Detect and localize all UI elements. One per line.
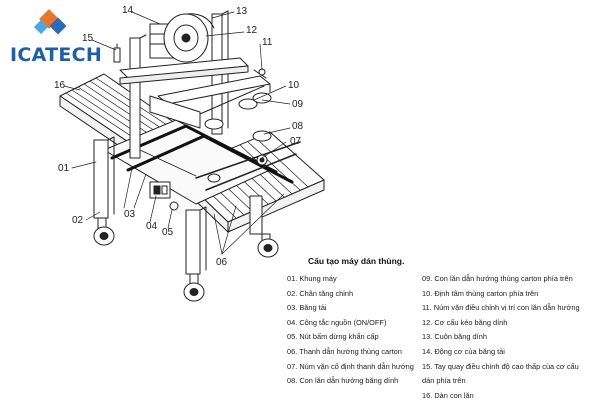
legend-item: 12. Cơ cấu kéo băng dính [422,317,508,327]
callout-05: 05 [162,227,174,238]
machine-legs [93,136,263,275]
legend-item: 03. Băng tải [287,303,327,313]
callout-01: 01 [58,163,70,174]
legend-right-column: 09. Con lăn dẫn hướng thùng carton phía … [422,272,592,403]
callout-04: 04 [146,221,158,232]
brand-logo: ICATECH [4,6,114,66]
callout-16: 16 [54,80,66,91]
caster-wheels [93,217,279,302]
callout-11: 11 [262,37,273,48]
callout-02: 02 [72,215,84,226]
legend-item: 05. Nút bấm dừng khẩn cấp [287,332,379,342]
top-guide-rollers [199,68,272,142]
legend-item: 13. Cuộn băng dính [422,332,487,342]
legend-item: 10. Định tâm thùng carton phía trên [422,288,539,298]
callout-10: 10 [288,80,300,91]
legend-title: Cấu tạo máy dán thùng. [308,256,405,266]
legend-item: 16. Dàn con lăn [422,390,474,400]
callout-03: 03 [124,209,136,220]
legend-item: 07. Núm vặn cố định thanh dẫn hướng [287,361,414,371]
legend-item: 02. Chân tăng chỉnh [287,288,354,298]
legend-item: 11. Núm vặn điều chỉnh vị trí con lăn dẫ… [422,303,580,313]
legend-item: 08. Con lăn dẫn hướng băng dính [287,376,399,386]
height-crank [113,47,121,63]
legend-item: 06. Thanh dẫn hướng thùng carton [287,346,402,356]
legend-left-column: 01. Khung máy 02. Chân tăng chỉnh 03. Bă… [287,272,415,389]
legend-item: 15. Tay quay điều chỉnh độ cao thấp của … [422,361,579,386]
legend-item: 04. Công tắc nguồn (ON/OFF) [287,317,387,327]
callout-15: 15 [82,33,94,44]
legend-item: 14. Động cơ của băng tải [422,346,505,356]
callout-08: 08 [292,121,304,132]
brand-name: ICATECH [10,44,103,66]
callout-09: 09 [292,99,304,110]
upper-gantry [113,10,271,159]
legend-item: 09. Con lăn dẫn hướng thùng carton phía … [422,274,573,283]
callout-13: 13 [236,6,248,17]
callout-12: 12 [246,25,258,36]
callout-07: 07 [290,136,302,147]
leader-lines [63,11,291,255]
callout-14: 14 [122,5,134,16]
logo-mark-icon [33,9,67,35]
side-guides [195,141,301,191]
legend-item: 01. Khung máy [287,274,337,283]
callout-06: 06 [216,257,228,268]
tape-roll [163,13,215,63]
